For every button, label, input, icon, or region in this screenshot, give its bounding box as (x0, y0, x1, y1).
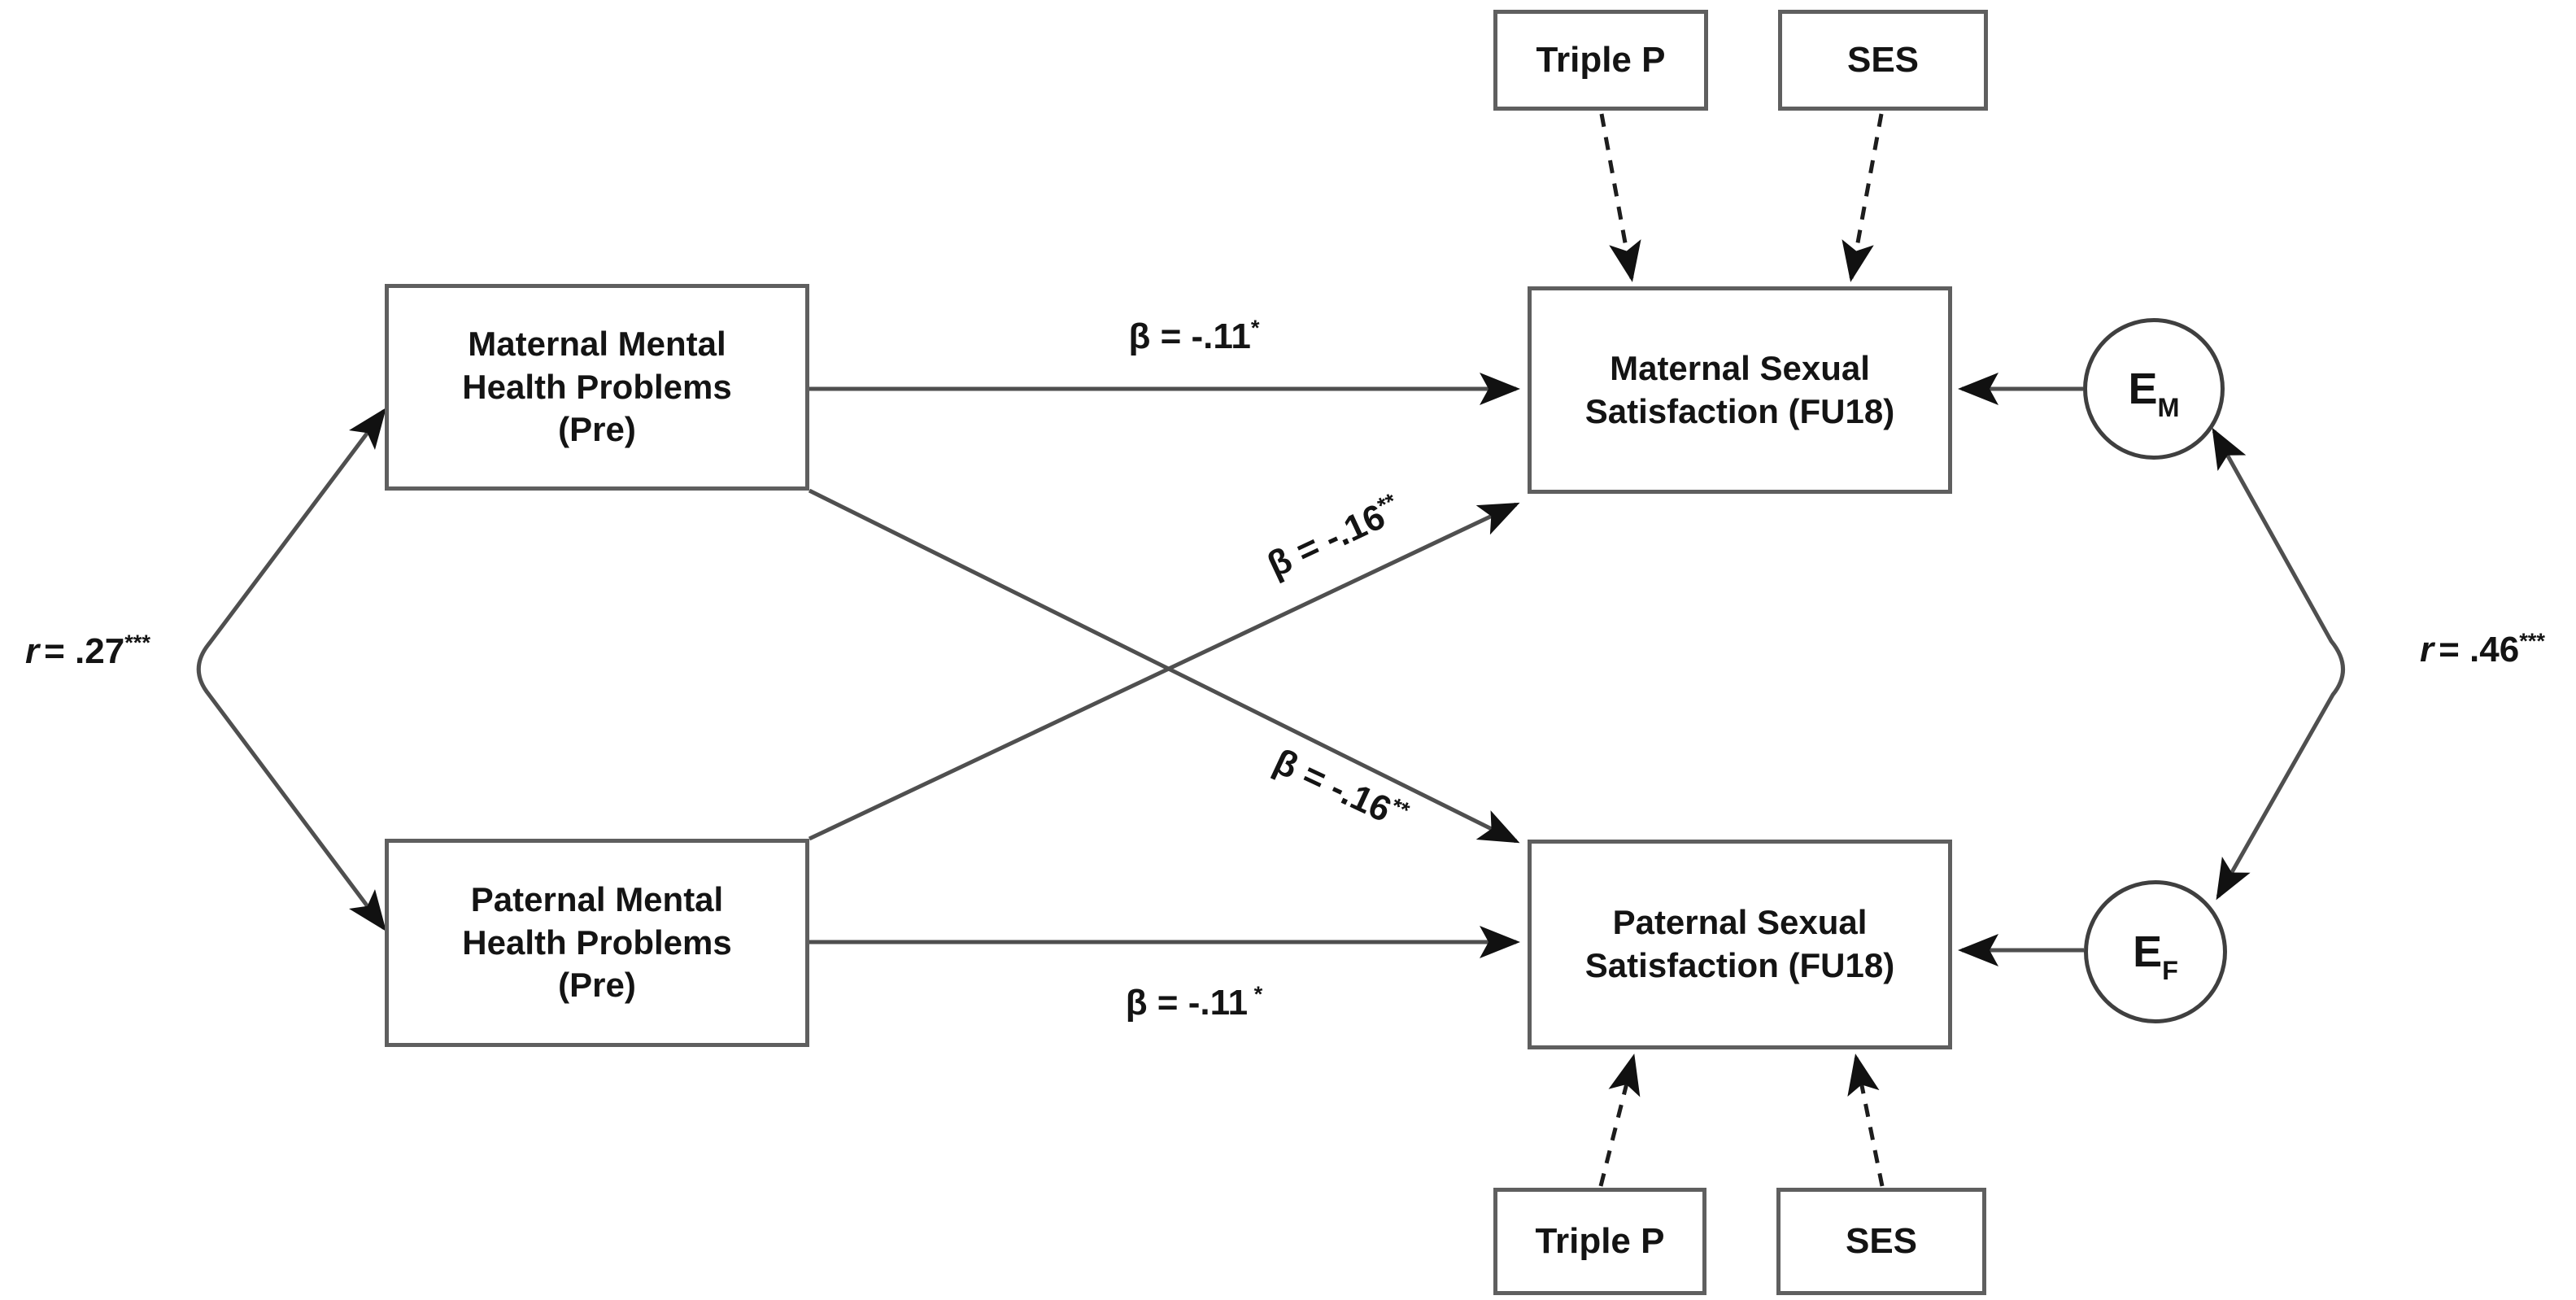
box-maternal-sexual-satisfaction: Maternal Sexual Satisfaction (FU18) (1528, 286, 1952, 494)
path-ses-top-to-maternal-ss (1842, 113, 1884, 282)
box-label-line: (Pre) (558, 410, 636, 449)
box-label-line: Health Problems (462, 367, 732, 406)
error-term-label: EF (2133, 927, 2178, 985)
box-label: SES (1845, 1221, 1918, 1261)
box-label: Triple P (1535, 1221, 1665, 1261)
path-maternal-mh-to-paternal-ss (808, 488, 1520, 844)
path-paternal-mh-to-maternal-ss (808, 502, 1520, 841)
box-paternal-sexual-satisfaction: Paternal Sexual Satisfaction (FU18) (1528, 840, 1952, 1049)
box-maternal-mental-health: Maternal Mental Health Problems (Pre) (385, 284, 809, 491)
box-label-line: Health Problems (462, 923, 732, 962)
box-label-line: Maternal Sexual (1610, 348, 1870, 387)
box-label-line: Paternal Sexual (1612, 903, 1868, 942)
box-label-line: (Pre) (558, 966, 636, 1005)
path-triple-p-top-to-maternal-ss (1599, 113, 1641, 282)
path-triple-p-bottom-to-paternal-ss (1598, 1054, 1641, 1187)
box-label-line: Satisfaction (FU18) (1584, 946, 1895, 984)
box-triple-p-top: Triple P (1493, 10, 1708, 111)
correlation-label-errors: r= .46*** (2419, 628, 2546, 670)
correlation-arc-predictors (196, 408, 387, 932)
box-label-line: Paternal Mental (470, 879, 724, 918)
box-label: Triple P (1536, 40, 1666, 80)
beta-label-maternal-to-maternal: β = -.11* (1128, 315, 1260, 356)
error-term-paternal-circle: EF (2084, 880, 2227, 1023)
box-ses-top: SES (1778, 10, 1988, 111)
correlation-arc-errors (2212, 427, 2345, 901)
path-ses-bottom-to-paternal-ss (1847, 1054, 1885, 1187)
error-term-label: EM (2128, 364, 2180, 422)
box-label-line: Satisfaction (FU18) (1584, 391, 1895, 430)
box-ses-bottom: SES (1776, 1188, 1986, 1295)
box-label: SES (1846, 40, 1920, 80)
box-paternal-mental-health: Paternal Mental Health Problems (Pre) (385, 839, 809, 1047)
beta-label-paternal-to-paternal: β = -.11 * (1125, 981, 1263, 1023)
box-triple-p-bottom: Triple P (1493, 1188, 1706, 1295)
box-label-line: Maternal Mental (468, 324, 726, 363)
correlation-label-predictors: r= .27*** (24, 630, 151, 671)
error-term-maternal-circle: EM (2083, 318, 2225, 460)
